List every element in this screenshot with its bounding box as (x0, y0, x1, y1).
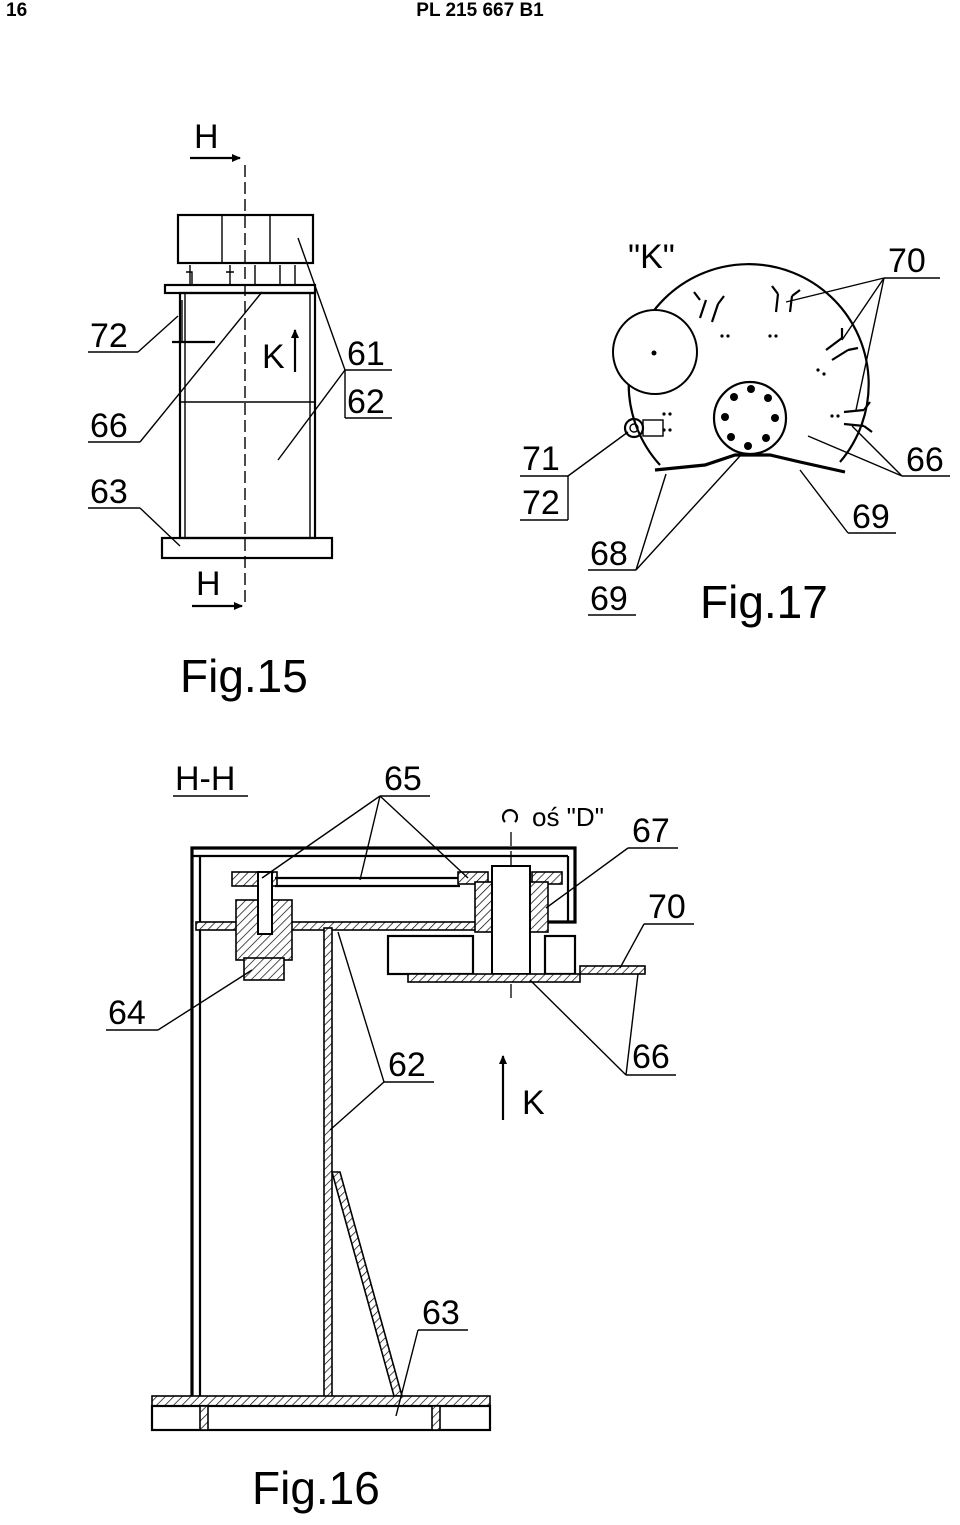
rotor-disc (627, 263, 870, 466)
head-box (176, 213, 315, 265)
gripper-arm (579, 965, 646, 975)
view-mark-k: K (522, 1084, 545, 1122)
label-66: 66 (906, 441, 944, 479)
column-62 (323, 927, 333, 1401)
base-plate (160, 536, 334, 560)
base-curve (654, 453, 846, 474)
label-65: 65 (384, 760, 422, 798)
label-67: 67 (632, 812, 670, 850)
label-69-right: 69 (852, 498, 890, 536)
label-64: 64 (108, 994, 146, 1032)
figure-16: H-H oś "D" (106, 760, 694, 1514)
label-66: 66 (90, 407, 128, 445)
table-plate (407, 973, 581, 983)
shaft (491, 865, 531, 975)
label-63: 63 (422, 1294, 460, 1332)
mechanism-plate (163, 283, 317, 295)
bearing-left (474, 881, 494, 933)
column-body (178, 291, 317, 540)
gripper (771, 285, 801, 313)
base-63 (151, 1395, 491, 1407)
label-72: 72 (522, 484, 560, 522)
axis-label: oś "D" (532, 802, 604, 832)
figure-17: "K" (520, 238, 950, 628)
gripper (825, 328, 859, 361)
label-70: 70 (888, 242, 926, 280)
rotation-icon (501, 809, 519, 823)
view-mark-k: K (262, 338, 285, 376)
label-62: 62 (347, 383, 385, 421)
label-70: 70 (648, 888, 686, 926)
label-62: 62 (388, 1046, 426, 1084)
figure-15: H H K 72 66 63 (88, 118, 392, 702)
label-68: 68 (590, 535, 628, 573)
gripper (843, 401, 873, 433)
label-72: 72 (90, 317, 128, 355)
section-mark-h-top: H (194, 118, 219, 156)
figure-17-caption: Fig.17 (700, 576, 828, 628)
label-69-left: 69 (590, 580, 628, 618)
section-mark-h-bottom: H (196, 565, 221, 603)
gripper (693, 291, 725, 323)
label-66: 66 (632, 1038, 670, 1076)
page-number: 16 (6, 0, 28, 21)
figure-16-caption: Fig.16 (252, 1462, 380, 1514)
label-61: 61 (347, 335, 385, 373)
section-title-hh: H-H (175, 760, 235, 798)
label-63: 63 (90, 473, 128, 511)
bearing-right (529, 881, 549, 933)
document-id: PL 215 667 B1 (416, 0, 544, 21)
label-71: 71 (522, 440, 560, 478)
view-title-k: "K" (628, 238, 675, 276)
brace (330, 1171, 404, 1397)
figure-15-caption: Fig.15 (180, 650, 308, 702)
